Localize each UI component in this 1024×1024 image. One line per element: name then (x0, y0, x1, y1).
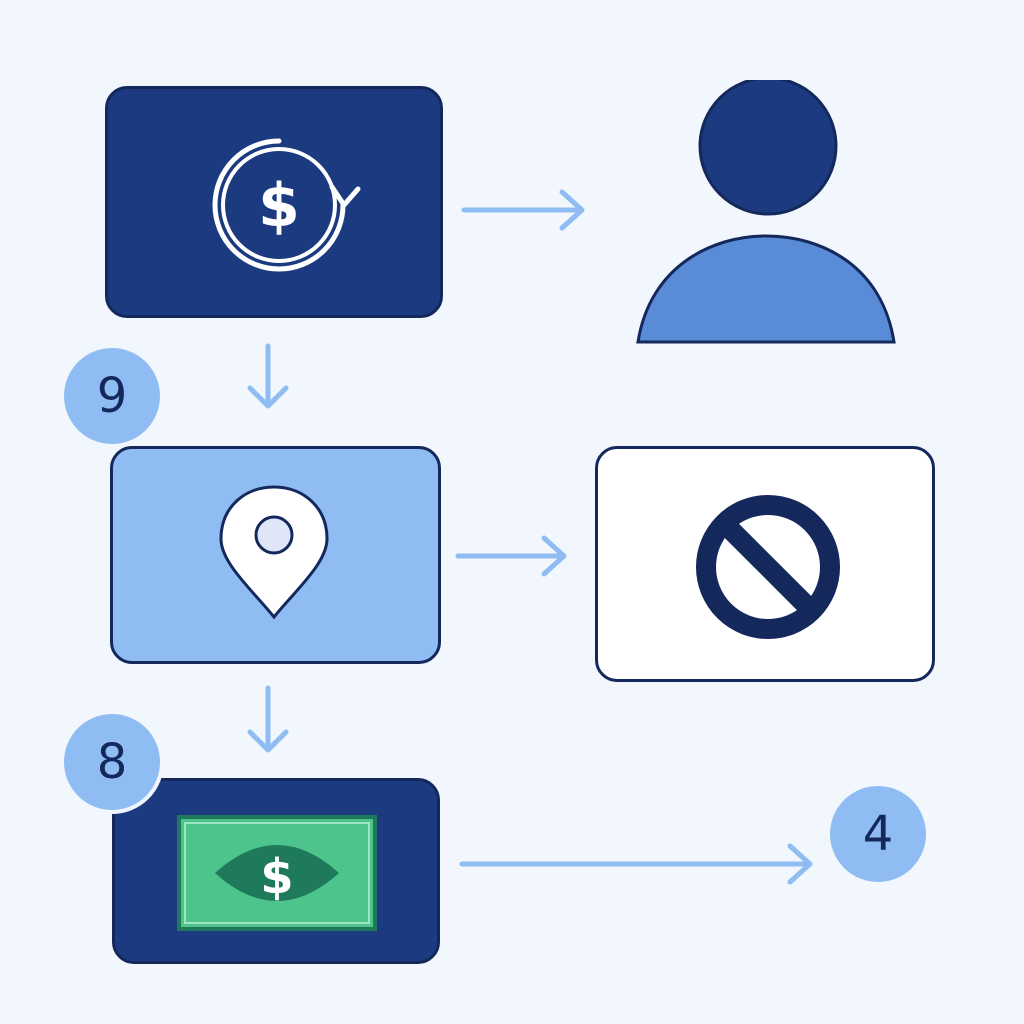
recurring-payment-card: $ (105, 86, 443, 318)
arrow-location-to-prohibited (455, 535, 567, 577)
cash-card: $ (112, 778, 440, 964)
step-badge-b-label: 8 (96, 734, 128, 790)
banknote-icon: $ (177, 815, 377, 931)
arrow-payment-to-location (247, 343, 289, 409)
location-pin-icon (219, 485, 329, 620)
dollar-refresh-icon: $ (212, 138, 361, 272)
step-badge-a: 9 (60, 344, 164, 448)
svg-text:$: $ (260, 849, 293, 905)
person-icon (636, 80, 896, 344)
step-badge-a-label: 9 (96, 368, 128, 424)
arrow-cash-to-badge (459, 843, 813, 885)
prohibited-icon (696, 495, 840, 639)
step-badge-c-label: 4 (862, 806, 894, 862)
location-card (110, 446, 441, 664)
arrow-location-to-cash (247, 685, 289, 753)
step-badge-c: 4 (826, 782, 930, 886)
prohibited-card (595, 446, 935, 682)
step-badge-b: 8 (60, 710, 164, 814)
arrow-payment-to-person (461, 189, 585, 231)
svg-text:$: $ (258, 171, 300, 241)
